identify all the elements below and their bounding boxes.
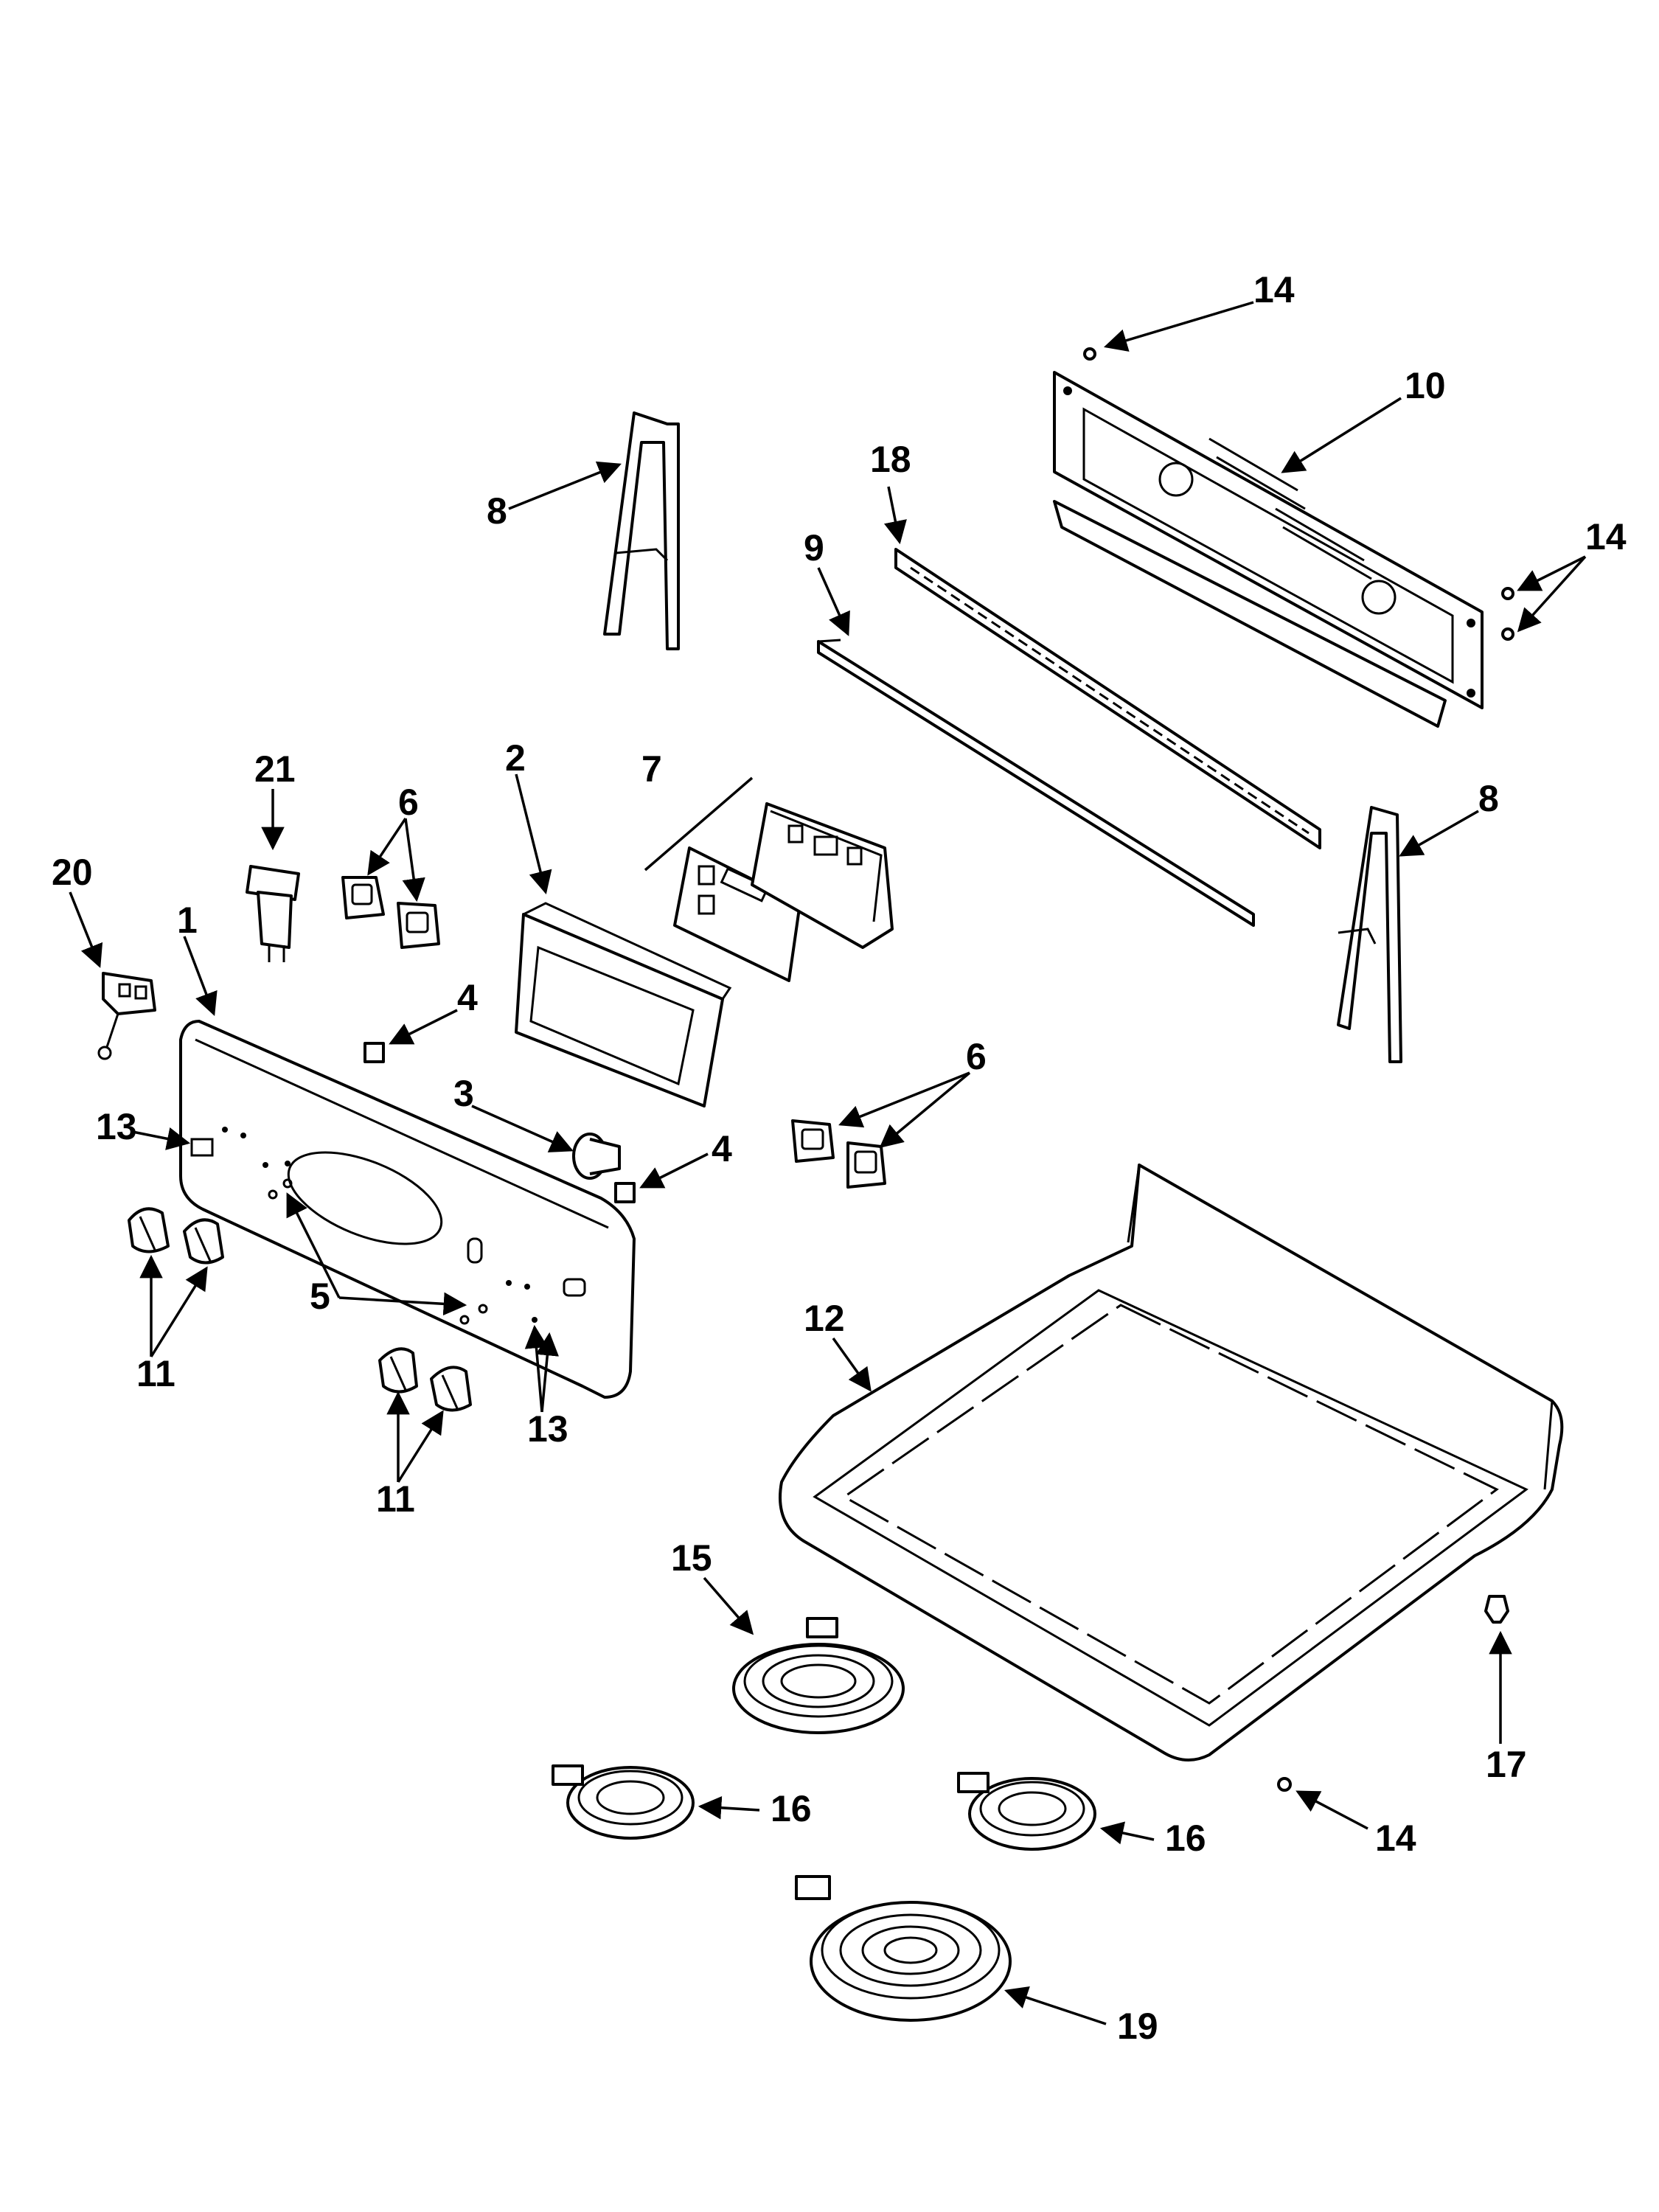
terminal-block-part-20 <box>97 972 156 1060</box>
callout-16-right: 16 <box>1165 1818 1206 1859</box>
trim-strip-part-18 <box>894 548 1321 849</box>
coil-element-part-19 <box>795 1875 1012 2022</box>
callout-14-right: 14 <box>1585 516 1627 557</box>
callout-labels: 14 10 14 18 9 8 8 2 7 21 6 20 1 4 3 6 4 … <box>52 269 1627 2047</box>
callout-11-right: 11 <box>376 1478 415 1520</box>
callout-8-right: 8 <box>1478 778 1499 819</box>
callout-16-left: 16 <box>771 1788 812 1829</box>
cooktop-part-12 <box>779 1164 1564 1762</box>
switch-part-21 <box>246 865 300 962</box>
callout-4-lower: 4 <box>712 1128 732 1169</box>
callout-21: 21 <box>254 748 296 790</box>
callout-3: 3 <box>453 1073 474 1114</box>
callout-20: 20 <box>52 852 93 893</box>
callout-8-left: 8 <box>487 490 507 532</box>
leader-arrows <box>69 301 1587 2025</box>
callout-17: 17 <box>1486 1744 1527 1785</box>
side-bracket-part-8-right <box>1337 806 1402 1063</box>
callout-10: 10 <box>1405 365 1446 406</box>
radiant-element-part-15 <box>732 1617 905 1734</box>
callout-1: 1 <box>177 900 198 941</box>
radiant-element-part-16-right <box>957 1772 1096 1851</box>
side-bracket-part-8-left <box>603 411 680 650</box>
trim-strip-part-9 <box>817 639 1255 927</box>
callout-13-right: 13 <box>527 1408 568 1450</box>
callout-4-upper: 4 <box>457 977 478 1018</box>
screws-part-14 <box>1083 347 1514 1792</box>
radiant-element-part-16-left <box>552 1764 695 1840</box>
rocker-switch-part-3 <box>572 1133 621 1180</box>
indicator-light-part-4 <box>364 1042 636 1203</box>
callout-9: 9 <box>804 527 824 568</box>
oven-control-part-7 <box>644 776 894 982</box>
callout-5: 5 <box>310 1276 330 1317</box>
callout-14-bottom: 14 <box>1375 1818 1416 1859</box>
infinite-switch-part-6-upper <box>341 876 440 949</box>
callout-7: 7 <box>641 748 662 790</box>
control-panel-part-1 <box>179 1020 636 1399</box>
callout-18: 18 <box>870 439 911 480</box>
callout-11-left: 11 <box>136 1353 175 1394</box>
screw-part-17 <box>1484 1595 1509 1624</box>
callout-14-top: 14 <box>1253 269 1295 310</box>
callout-6-upper: 6 <box>398 782 419 823</box>
callout-13-left: 13 <box>96 1106 137 1147</box>
display-frame-part-2 <box>515 902 732 1107</box>
rear-panel-part-10 <box>1053 371 1484 728</box>
infinite-switch-part-6-lower <box>791 1119 886 1189</box>
callout-2: 2 <box>505 737 526 779</box>
control-knobs-part-11 <box>128 1207 472 1412</box>
callout-19: 19 <box>1117 2006 1158 2047</box>
callout-6-lower: 6 <box>966 1036 987 1077</box>
callout-12: 12 <box>804 1298 845 1339</box>
callout-15: 15 <box>671 1537 712 1579</box>
